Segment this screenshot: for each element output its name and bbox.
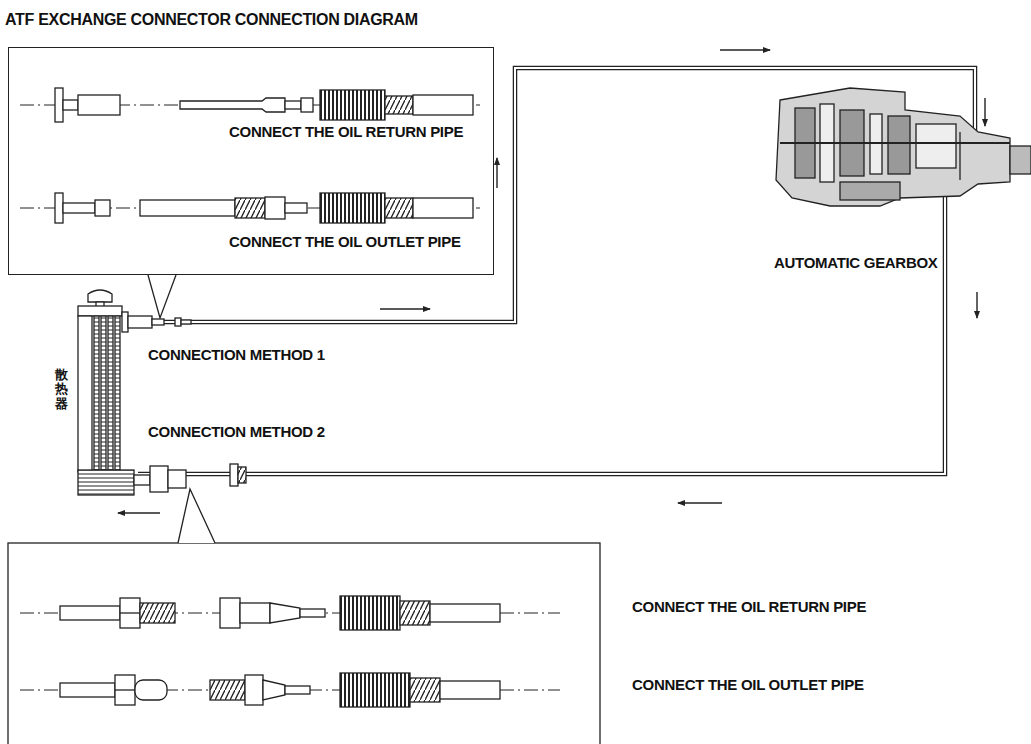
- connector-caption: CONNECT THE OIL RETURN PIPE: [632, 598, 866, 616]
- callout-bottom-drawings: [8, 489, 600, 744]
- oil-pipe: [138, 178, 945, 474]
- flow-arrow: [118, 50, 985, 513]
- gearbox: AUTOMATIC GEARBOX: [770, 82, 1026, 278]
- callout-top-drawings: [20, 88, 480, 318]
- method-label: CONNECTION METHOD 1: [148, 346, 325, 364]
- gearbox-label: AUTOMATIC GEARBOX: [774, 254, 938, 272]
- connector-caption: CONNECT THE OIL RETURN PIPE: [229, 123, 463, 141]
- method-label: CONNECTION METHOD 2: [148, 423, 325, 441]
- callout-box: CONNECT THE OIL RETURN PIPE CONNECT THE O…: [8, 47, 494, 275]
- radiator-drawing: [78, 290, 246, 495]
- gearbox-drawing: [776, 88, 1031, 206]
- radiator-label: 散热器: [55, 368, 68, 411]
- diagram-title: ATF EXCHANGE CONNECTOR CONNECTION DIAGRA…: [5, 11, 418, 29]
- connector-caption: CONNECT THE OIL OUTLET PIPE: [632, 676, 864, 694]
- connector-caption: CONNECT THE OIL OUTLET PIPE: [229, 233, 461, 251]
- radiator: 散热器: [50, 288, 138, 500]
